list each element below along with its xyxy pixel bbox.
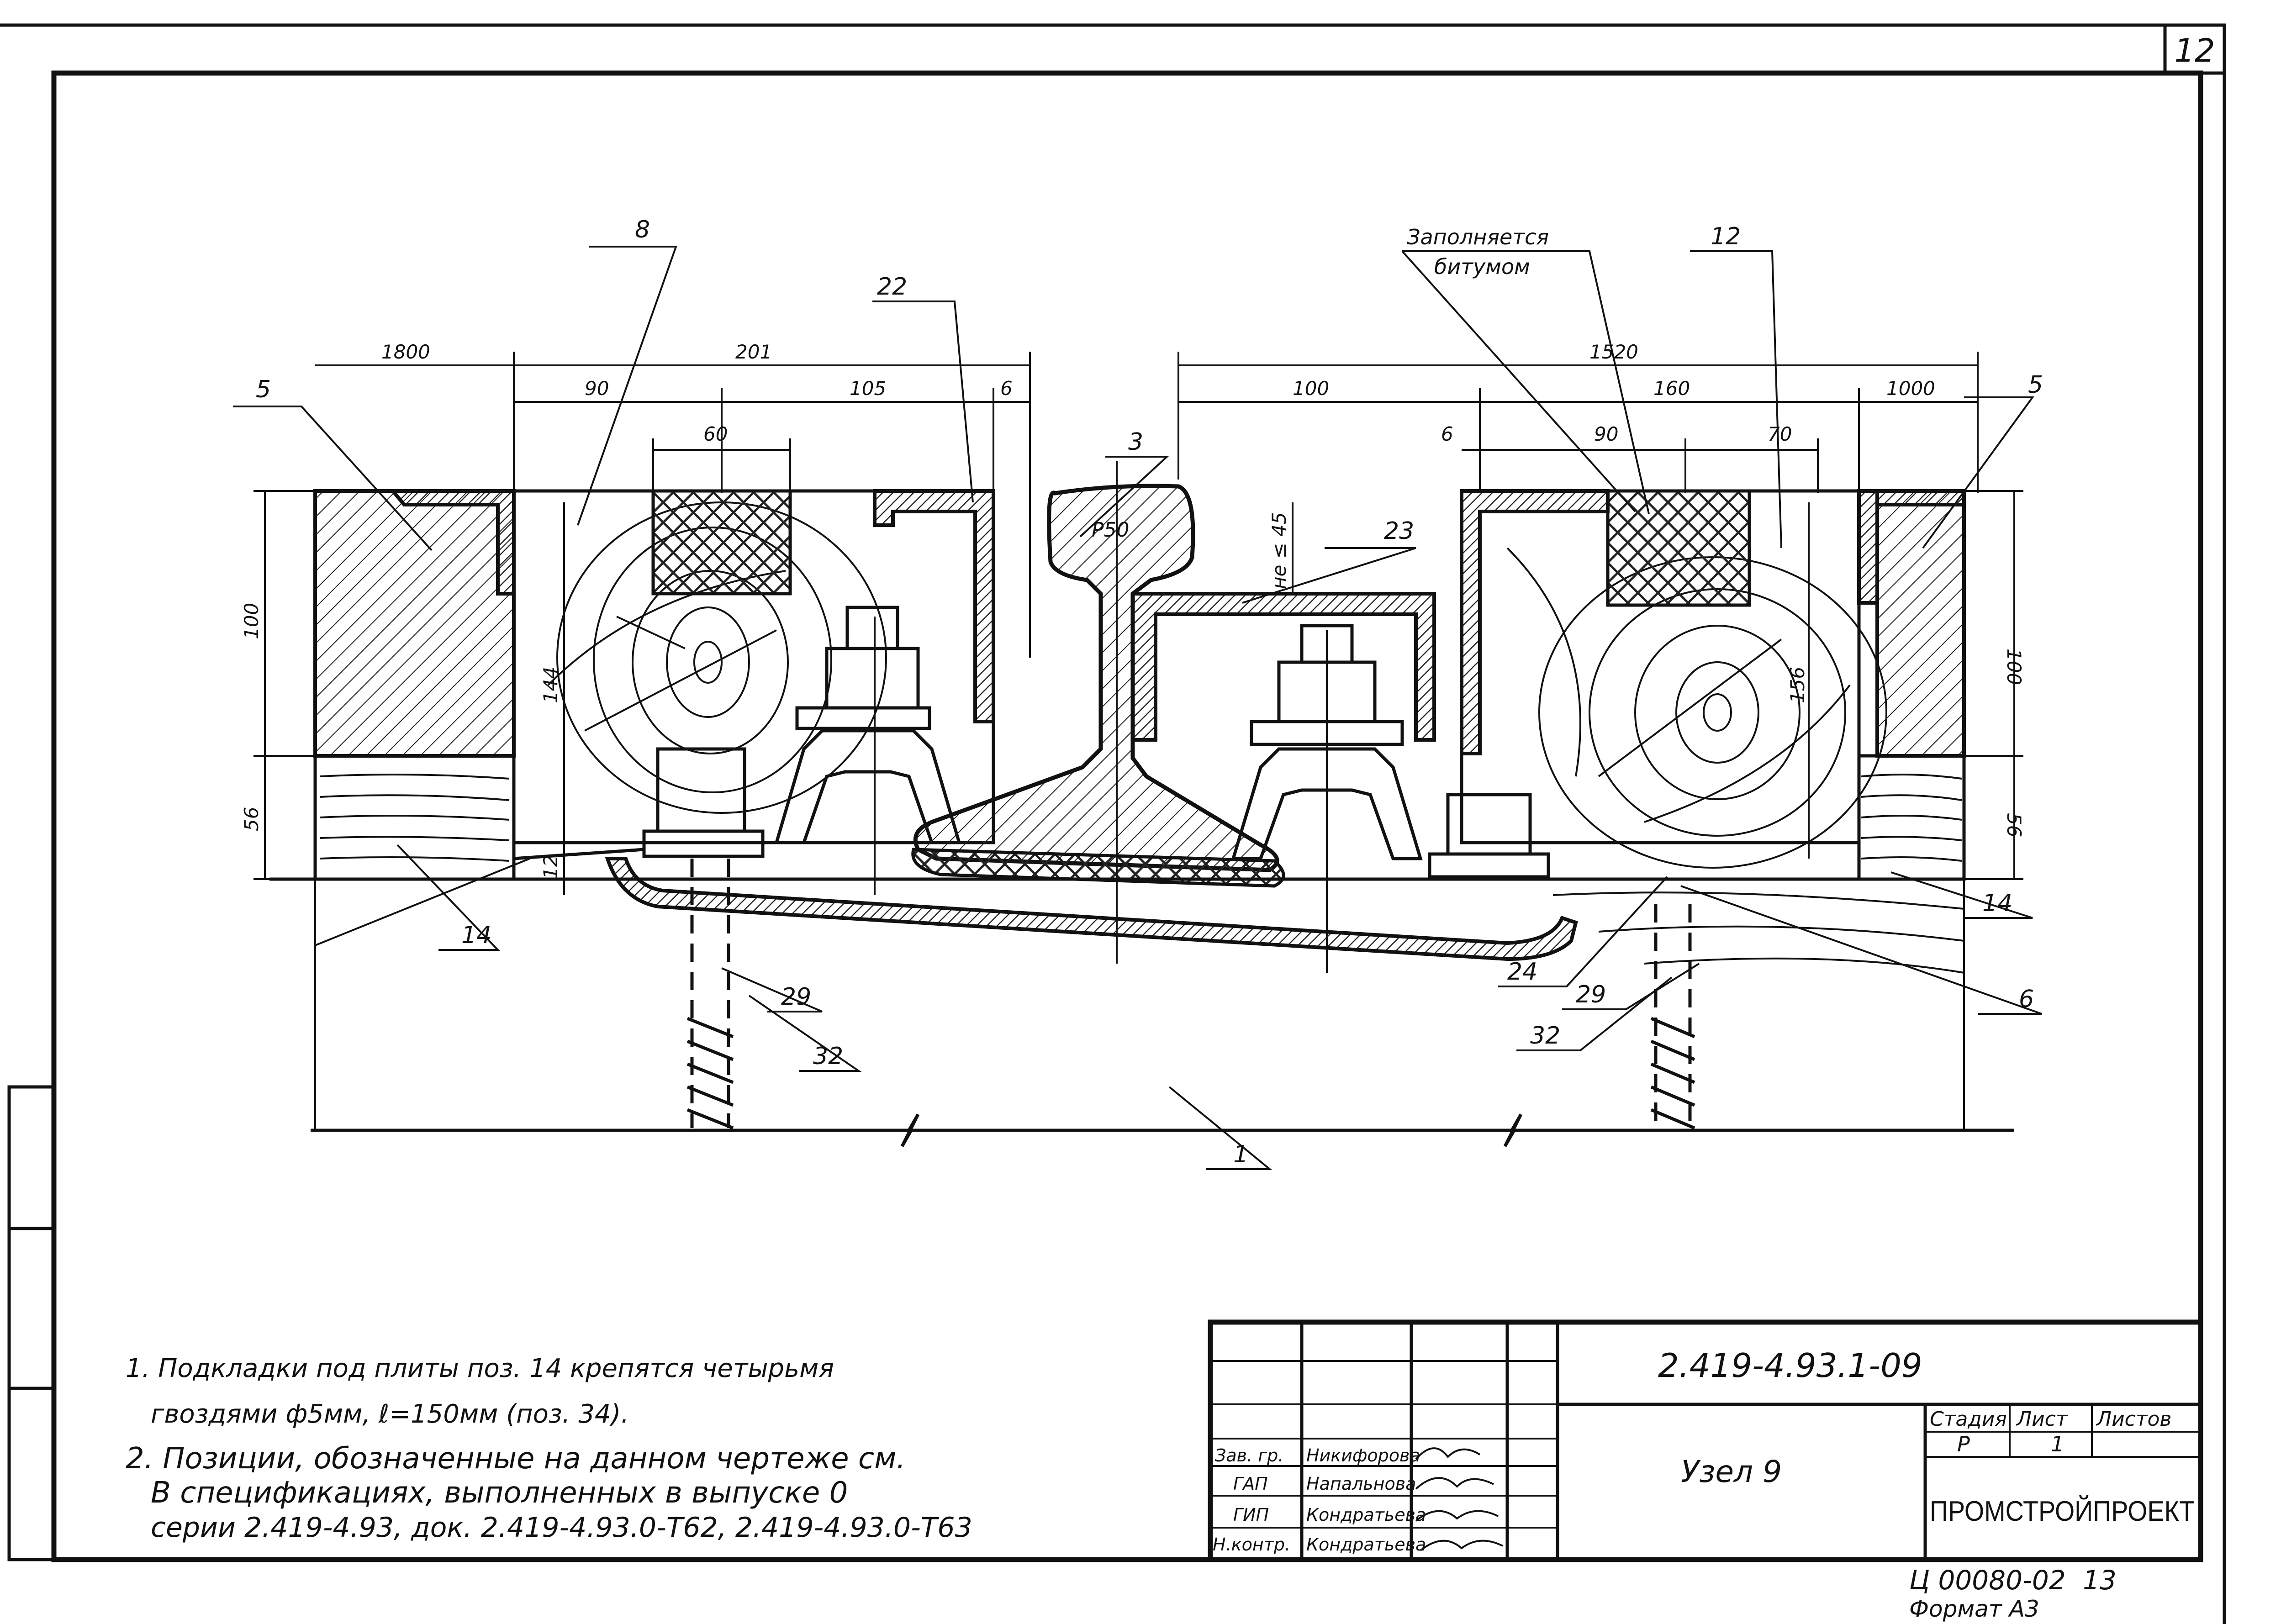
rail-assembly-section: Р50: [269, 461, 2014, 1147]
role-4: Н.контр.: [1213, 1534, 1290, 1555]
stage-value: Р: [1957, 1432, 1970, 1456]
rail-p50: [913, 484, 1279, 872]
dim-100-top: 100: [1293, 377, 1329, 400]
signature-marks: [1415, 1447, 1503, 1551]
dim-60: 60: [703, 423, 728, 445]
right-timber-plank: [1857, 754, 1966, 881]
note-line-4: В спецификациях, выполненных в выпуске 0: [151, 1476, 848, 1510]
floor-timber: [269, 848, 1964, 974]
dim-rail-height: не ≤ 45: [1268, 512, 1290, 589]
notes: 1. Подкладки под плиты поз. 14 крепятся …: [126, 1354, 972, 1544]
left-channel-bracket: [873, 489, 995, 723]
left-bitumen-fill: [651, 489, 792, 596]
organization-name: ПРОМСТРОЙПРОЕКТ: [1930, 1495, 2195, 1527]
outer-frame: [0, 23, 2226, 1624]
dim-70: 70: [1768, 423, 1792, 445]
note-line-3: 2. Позиции, обозначенные на данном черте…: [126, 1442, 906, 1476]
right-small-bolt: [1428, 793, 1550, 879]
dim-201: 201: [735, 341, 772, 363]
pos-3: 3: [1128, 428, 1143, 456]
dim-1000: 1000: [1886, 377, 1935, 400]
dim-105: 105: [850, 377, 886, 400]
pos-32-right: 32: [1530, 1022, 1560, 1049]
foundation-line: [311, 879, 2014, 1147]
pos-6: 6: [2019, 986, 2034, 1013]
dim-156: 156: [1786, 667, 1809, 703]
fill-note-line2: битумом: [1434, 254, 1530, 279]
role-2: ГАП: [1233, 1474, 1268, 1494]
base-plate: [605, 857, 1578, 961]
paper-format: Формат А3: [1909, 1596, 2039, 1622]
fill-note-line1: Заполняется: [1407, 225, 1549, 249]
note-line-2: гвоздями ф5мм, ℓ=150мм (поз. 34).: [151, 1399, 629, 1429]
right-channel-bracket: [1460, 489, 1610, 755]
dim-90-right: 90: [1594, 423, 1618, 445]
archive-stamp: Ц 00080-02 13 Формат А3: [1909, 1565, 2117, 1622]
left-timber-plank: [313, 754, 516, 881]
right-concrete-block: [1875, 489, 1966, 758]
dim-6-left: 6: [1000, 377, 1013, 400]
pos-32-left: 32: [813, 1043, 843, 1070]
left-anchor-screw: [686, 859, 734, 1130]
drawing-title: Узел 9: [1681, 1454, 1782, 1489]
name-1: Никифорова: [1306, 1445, 1420, 1466]
right-anchor-screw: [1650, 904, 1695, 1130]
pos-29-right: 29: [1576, 981, 1606, 1008]
pos-14-left: 14: [461, 922, 491, 949]
center-channel: [1131, 592, 1436, 742]
name-3: Кондратьева: [1306, 1505, 1426, 1525]
dim-160: 160: [1653, 377, 1690, 400]
sheets-header: Листов: [2096, 1408, 2171, 1431]
dim-90-left: 90: [585, 377, 609, 400]
stage-header: Стадия: [1930, 1408, 2007, 1431]
dim-144: 144: [539, 667, 562, 703]
sheet-value: 1: [2051, 1432, 2064, 1456]
document-code: 2.419-4.93.1-09: [1658, 1346, 1922, 1385]
dimension-labels: 1800 201 90 105 6 60 1520 100 160 1000 6…: [240, 341, 2025, 879]
archive-number: Ц 00080-02: [1909, 1565, 2066, 1596]
dim-100-right: 100: [2003, 649, 2025, 685]
pos-24: 24: [1507, 958, 1537, 986]
binding-strip: [7, 1085, 56, 1561]
name-4: Кондратьева: [1306, 1534, 1426, 1555]
dim-100-left: 100: [240, 603, 263, 639]
pos-23: 23: [1384, 517, 1414, 545]
pos-12: 12: [1711, 223, 1741, 250]
note-line-1: 1. Подкладки под плиты поз. 14 крепятся …: [126, 1354, 834, 1383]
dim-12: 12: [539, 855, 562, 879]
archive-sheet: 13: [2083, 1565, 2117, 1596]
dim-56-right: 56: [2003, 813, 2025, 837]
right-bitumen-fill: [1606, 489, 1751, 607]
pos-14-right: 14: [1982, 890, 2012, 917]
sheet-header: Лист: [2016, 1408, 2068, 1431]
dim-56-left: 56: [240, 807, 263, 831]
pos-5-right: 5: [2028, 371, 2043, 399]
dim-6-right: 6: [1441, 423, 1453, 445]
leader-lines: [233, 246, 2042, 1170]
title-block-text: 2.419-4.93.1-09 Узел 9 Стадия Лист Листо…: [1213, 1346, 2195, 1555]
title-block: [1208, 1319, 2203, 1562]
sheet-number: 12: [2174, 32, 2215, 69]
pos-22: 22: [877, 273, 907, 301]
pos-5-left: 5: [256, 376, 271, 403]
center-clamp-bolt: [1231, 624, 1423, 973]
role-1: Зав. гр.: [1215, 1445, 1283, 1466]
name-2: Напальнова: [1306, 1474, 1416, 1494]
note-line-5: серии 2.419-4.93, док. 2.419-4.93.0-Т62,…: [151, 1512, 972, 1544]
pos-29-left: 29: [781, 983, 811, 1011]
position-labels: 8 22 3 5 23 12 5 14 29 32 1 24 29 32 14 …: [256, 216, 2043, 1168]
pos-8: 8: [635, 216, 650, 243]
pos-1: 1: [1233, 1141, 1248, 1168]
dimension-lines: [253, 352, 2023, 895]
left-clamp-bolt: [642, 606, 961, 895]
role-3: ГИП: [1233, 1505, 1269, 1525]
dim-1800: 1800: [381, 341, 430, 363]
rail-type-label: Р50: [1092, 518, 1130, 542]
